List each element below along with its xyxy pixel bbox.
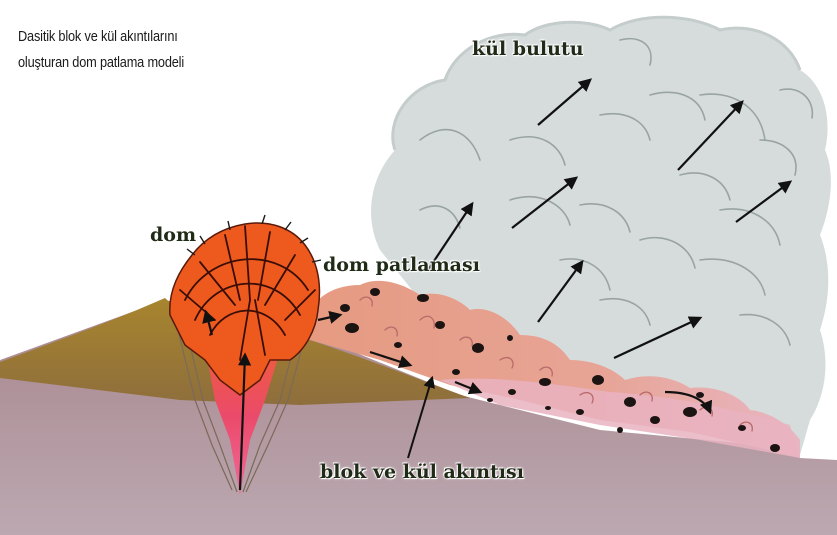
label-kul-bulutu: kül bulutu [472,38,584,60]
caption-line-1: Dasitik blok ve kül akıntılarını [18,24,184,50]
caption-line-2: oluşturan dom patlama modeli [18,50,184,76]
figure-caption: Dasitik blok ve kül akıntılarını oluştur… [18,24,184,76]
label-dom-patlamasi: dom patlaması [323,254,480,276]
label-dom: dom [150,224,196,246]
label-blok-ve-kul-akintisi: blok ve kül akıntısı [320,461,524,483]
